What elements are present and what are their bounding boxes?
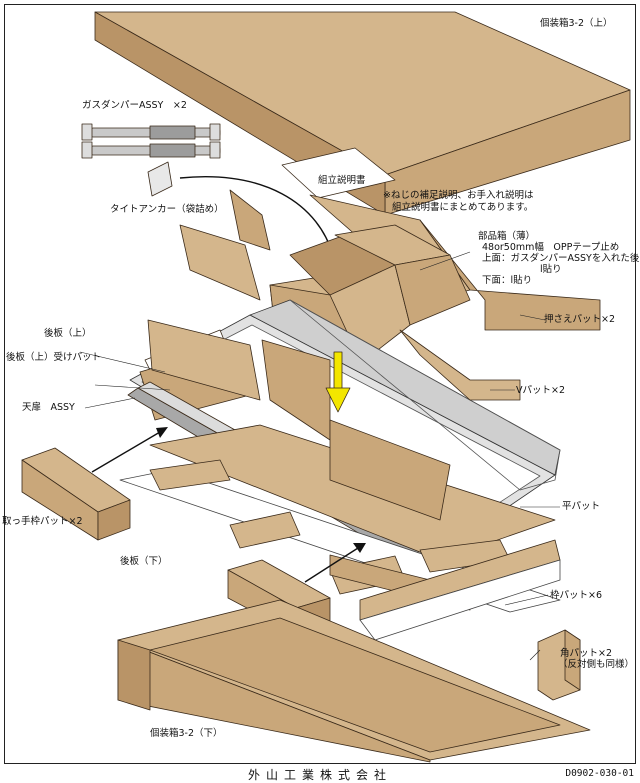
handle-frame-pad — [21, 447, 131, 541]
packaging-diagram — [21, 11, 631, 763]
press-pad-left — [179, 224, 261, 301]
leader-lines — [79, 251, 560, 661]
label-parts-box-3: 上面：ガスダンパーASSYを入れた後 — [482, 253, 640, 264]
label-flat-pad: 平パット — [562, 501, 601, 512]
label-press-pad: 押さえパット×2 — [544, 314, 616, 325]
v-pad — [147, 319, 521, 441]
label-top-box: 個装箱3-2（上） — [540, 18, 613, 29]
label-corner-pad-2: （反対側も同様） — [558, 659, 635, 670]
label-corner-pad-1: 角パット×2 — [560, 648, 613, 659]
label-back-plate-upper-pad: 後板（上）受けパット — [6, 352, 102, 363]
flat-pad — [149, 424, 556, 561]
document-number: D0902-030-01 — [565, 768, 634, 779]
label-parts-box-1: 部品箱（薄） — [478, 231, 536, 242]
label-parts-box-4: l貼り — [540, 264, 562, 275]
corner-pad — [537, 629, 581, 701]
label-parts-box-5: 下面：l貼り — [482, 275, 533, 286]
bottom-box — [117, 599, 591, 763]
manual-sheet — [281, 147, 396, 199]
tight-anchor-bag — [147, 161, 173, 197]
label-top-door-assy: 天扉 ASSY — [22, 402, 75, 413]
label-v-pad: Vパット×2 — [516, 385, 566, 396]
label-parts-box-2: 48or50mm幅 OPPテープ止め — [482, 242, 620, 253]
label-back-plate-upper: 後板（上） — [44, 328, 92, 339]
yellow-arrow — [325, 351, 351, 413]
label-handle-frame-pad: 取っ手枠パット×2 — [2, 516, 83, 527]
label-tight-anchor: タイトアンカー（袋詰め） — [110, 204, 224, 215]
drawing-frame — [4, 4, 636, 764]
curved-arrow — [179, 176, 336, 263]
frame-pad — [119, 459, 561, 641]
company-name: 外山工業株式会社 — [247, 768, 392, 782]
label-back-plate-lower: 後板（下） — [120, 556, 168, 567]
label-frame-pad: 枠パット×6 — [550, 590, 603, 601]
gas-damper-assy — [81, 123, 221, 159]
label-bottom-box: 個装箱3-2（下） — [150, 728, 223, 739]
label-gas-damper: ガスダンパーASSY ×2 — [82, 100, 187, 111]
label-note-1: ※ねじの補足説明、お手入れ説明は — [383, 190, 534, 201]
label-note-2: 組立説明書にまとめてあります。 — [392, 202, 534, 213]
footer: 外山工業株式会社 D0902-030-01 — [0, 764, 640, 782]
label-manual: 組立説明書 — [318, 175, 366, 186]
